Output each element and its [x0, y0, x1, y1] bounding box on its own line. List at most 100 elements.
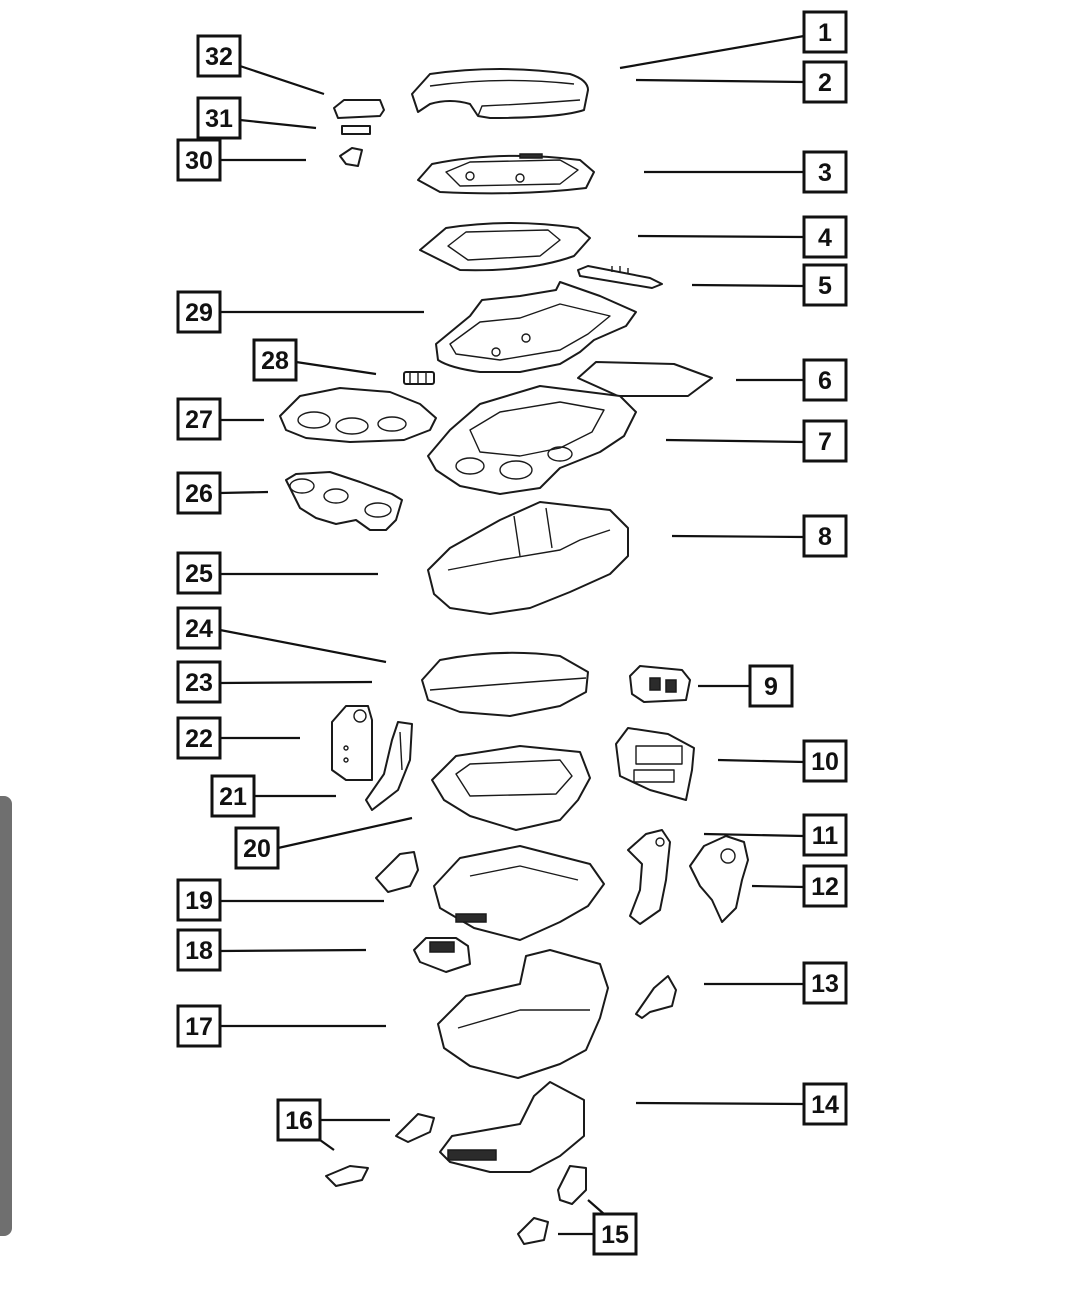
callout-box-28	[252, 338, 298, 382]
storage-mat	[577, 361, 713, 397]
leader-line-28	[295, 360, 377, 376]
callout-number-26: 26	[185, 480, 213, 508]
callout-box-10	[802, 739, 848, 783]
callout-2: 2	[802, 60, 848, 104]
callout-box-23	[176, 660, 222, 704]
callout-31: 31	[196, 96, 242, 140]
callout-15: 15	[592, 1212, 638, 1256]
callout-19: 19	[176, 878, 222, 922]
lower-storage-bin	[431, 745, 591, 831]
mount-bracket-lower	[517, 1165, 587, 1245]
callout-box-29	[176, 290, 222, 334]
callout-labels: 1234567891011121314151617181920212223242…	[176, 10, 848, 1256]
callout-box-13	[802, 961, 848, 1005]
leader-line-5	[691, 283, 805, 288]
callout-box-6	[802, 358, 848, 402]
callout-box-18	[176, 928, 222, 972]
leader-line-2	[635, 78, 805, 84]
callout-12: 12	[802, 864, 848, 908]
callout-32: 32	[196, 34, 242, 78]
callout-number-22: 22	[185, 725, 213, 753]
callout-box-20	[234, 826, 280, 870]
callout-8: 8	[802, 514, 848, 558]
callout-3: 3	[802, 150, 848, 194]
leader-line-1	[619, 34, 805, 70]
callout-box-30	[176, 138, 222, 182]
callout-24: 24	[176, 606, 222, 650]
callout-number-9: 9	[764, 673, 778, 701]
callout-1: 1	[802, 10, 848, 54]
callout-box-19	[176, 878, 222, 922]
callout-number-19: 19	[185, 887, 213, 915]
callout-number-1: 1	[818, 19, 832, 47]
callout-box-11	[802, 813, 848, 857]
callout-10: 10	[802, 739, 848, 783]
mount-bracket-right	[635, 975, 677, 1019]
main-bin-tray	[427, 385, 637, 495]
callout-box-22	[176, 716, 222, 760]
callout-30: 30	[176, 138, 222, 182]
callout-14: 14	[802, 1082, 848, 1126]
callout-number-7: 7	[818, 428, 832, 456]
callout-number-18: 18	[185, 937, 213, 965]
callout-28: 28	[252, 338, 298, 382]
callout-number-31: 31	[205, 105, 233, 133]
leader-line-secondary-2	[319, 1139, 335, 1151]
hinge-plate	[331, 705, 373, 781]
scrollbar[interactable]	[0, 796, 12, 1236]
base-duct	[439, 1081, 585, 1173]
switch-module	[413, 937, 471, 973]
callout-number-2: 2	[818, 69, 832, 97]
callout-number-29: 29	[185, 299, 213, 327]
callout-11: 11	[802, 813, 848, 857]
callout-number-3: 3	[818, 159, 832, 187]
callout-number-11: 11	[812, 822, 839, 850]
callout-number-10: 10	[811, 748, 839, 776]
small-clip	[403, 371, 435, 385]
small-bracket-left	[375, 851, 419, 893]
parts-illustrations	[279, 68, 749, 1245]
callout-box-26	[176, 471, 222, 515]
callout-box-16	[276, 1098, 322, 1142]
callout-17: 17	[176, 1004, 222, 1048]
callout-box-27	[176, 397, 222, 441]
leader-line-4	[637, 234, 805, 239]
lid-inner-panel	[417, 153, 595, 195]
callout-number-20: 20	[243, 835, 271, 863]
callout-number-30: 30	[185, 147, 213, 175]
callout-29: 29	[176, 290, 222, 334]
callout-box-3	[802, 150, 848, 194]
callout-number-13: 13	[811, 970, 839, 998]
lower-armrest-lid	[421, 651, 589, 717]
callout-number-12: 12	[811, 873, 839, 901]
callout-box-24	[176, 606, 222, 650]
callout-box-17	[176, 1004, 222, 1048]
leader-line-20	[277, 816, 413, 850]
leader-line-23	[219, 680, 373, 685]
leader-line-26	[219, 490, 269, 495]
callout-box-31	[196, 96, 242, 140]
callout-box-32	[196, 34, 242, 78]
callout-box-1	[802, 10, 848, 54]
lower-console-shell	[437, 949, 609, 1079]
leader-line-24	[219, 628, 387, 664]
callout-number-5: 5	[818, 272, 832, 300]
callout-25: 25	[176, 551, 222, 595]
callout-number-14: 14	[811, 1091, 839, 1119]
leader-line-31	[239, 118, 317, 130]
leader-line-7	[665, 438, 805, 444]
leader-line-12	[751, 884, 805, 889]
callout-box-7	[802, 419, 848, 463]
callout-box-21	[210, 774, 256, 818]
callout-20: 20	[234, 826, 280, 870]
callout-number-6: 6	[818, 367, 832, 395]
callout-6: 6	[802, 358, 848, 402]
callout-16: 16	[276, 1098, 322, 1142]
callout-number-16: 16	[285, 1107, 313, 1135]
callout-13: 13	[802, 961, 848, 1005]
callout-21: 21	[210, 774, 256, 818]
leader-line-32	[239, 64, 325, 96]
callout-number-4: 4	[818, 224, 832, 252]
hinge-bracket-right	[627, 829, 671, 925]
callout-number-27: 27	[185, 406, 213, 434]
